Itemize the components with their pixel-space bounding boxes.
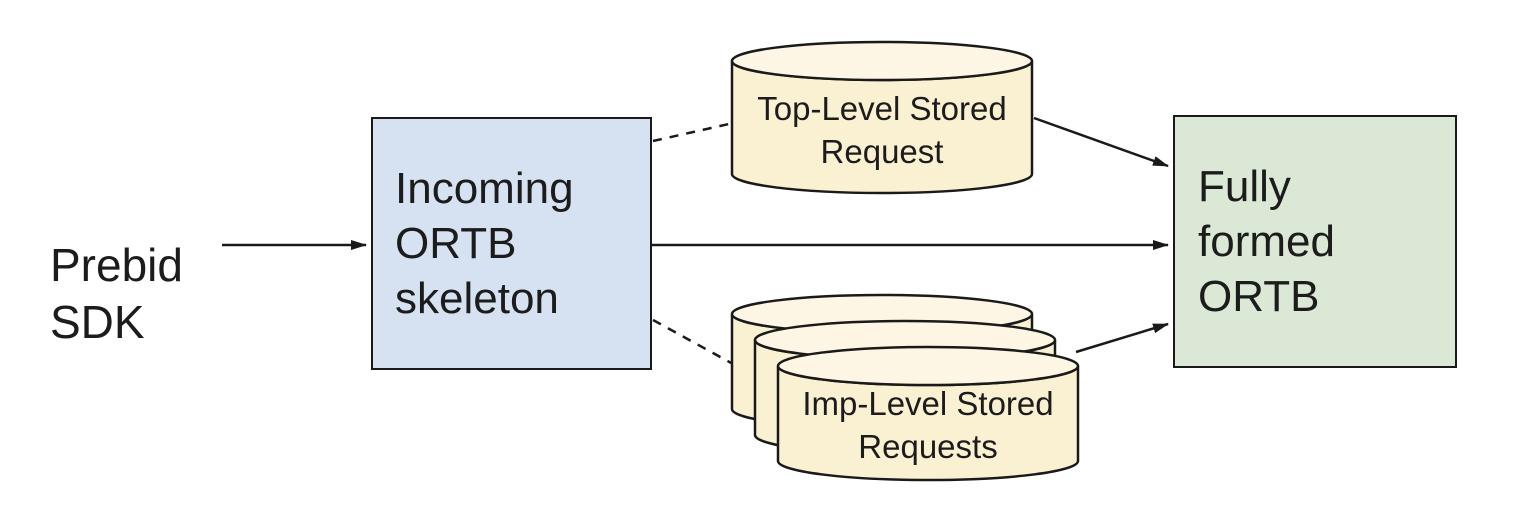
edge-skeleton-to-toplevel-dashed <box>652 122 730 143</box>
imp-level-stored-requests-label: Imp-Level Stored Requests <box>802 385 1054 465</box>
cylinder-top-level-stored-request <box>730 40 1034 195</box>
fully-formed-ortb-label: Fully formed ORTB <box>1198 162 1335 321</box>
edge-toplevel-to-fullyformed <box>1033 116 1169 168</box>
cylinder-stack-imp-level-stored-requests <box>730 293 1080 482</box>
edge-implevel-to-fullyformed <box>1075 322 1169 354</box>
top-level-stored-request-label: Top-Level Stored Request <box>757 90 1007 170</box>
edge-skeleton-to-implevel-dashed <box>652 318 734 366</box>
cylinder-top-front <box>776 345 1080 387</box>
node-prebid-sdk: Prebid SDK <box>50 180 220 351</box>
node-incoming-ortb-skeleton: Incoming ORTB skeleton <box>371 117 652 370</box>
prebid-sdk-label: Prebid SDK <box>50 239 183 348</box>
incoming-ortb-skeleton-label: Incoming ORTB skeleton <box>395 164 574 323</box>
node-fully-formed-ortb: Fully formed ORTB <box>1173 115 1457 368</box>
cylinder-top <box>730 40 1034 82</box>
